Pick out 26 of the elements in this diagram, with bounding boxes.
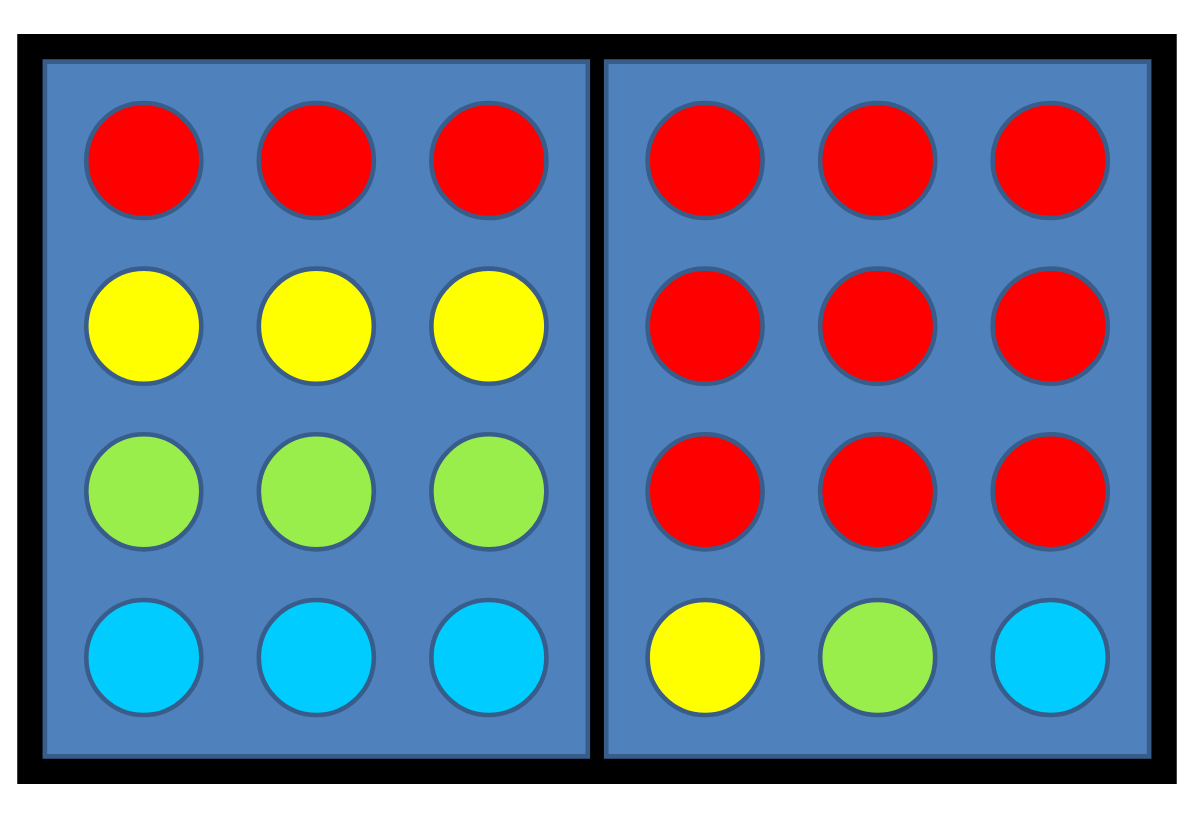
node-circle — [817, 596, 938, 717]
node-circle — [429, 265, 549, 385]
node-circle — [429, 596, 549, 717]
node-circle — [256, 99, 377, 220]
cluster — [603, 58, 1152, 758]
node-circle — [645, 596, 765, 717]
node-circle — [256, 265, 377, 385]
node-circle — [990, 99, 1111, 220]
node-circle — [256, 431, 377, 551]
node-circle — [429, 99, 549, 220]
node-circle — [83, 265, 204, 385]
cluster — [42, 58, 591, 758]
node-circle — [817, 431, 938, 551]
node-circle — [83, 596, 204, 717]
node-circle — [817, 99, 938, 220]
node-circle — [645, 265, 765, 385]
node-circle — [83, 431, 204, 551]
node-circle — [429, 431, 549, 551]
node-circle — [645, 431, 765, 551]
node-circle — [990, 596, 1111, 717]
node-circle — [256, 596, 377, 717]
node-circle — [990, 265, 1111, 385]
node-circle — [990, 431, 1111, 551]
node-circle — [645, 99, 765, 220]
node-circle — [817, 265, 938, 385]
node-circle — [83, 99, 204, 220]
